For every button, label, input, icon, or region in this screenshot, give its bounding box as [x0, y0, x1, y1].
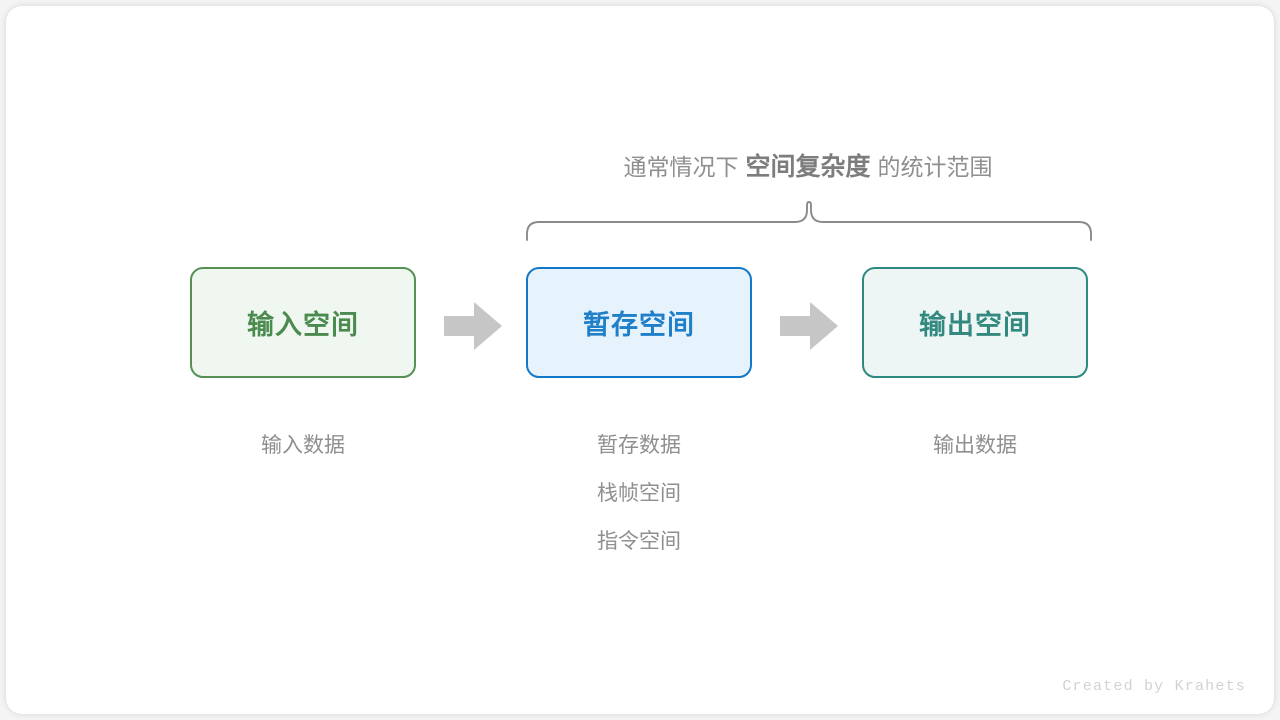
box-output-space-label: 输出空间	[919, 310, 1031, 340]
box-input-space-label: 输入空间	[247, 310, 359, 340]
box-temp-space[interactable]: 暂存空间	[526, 267, 752, 378]
curly-brace-icon	[526, 201, 1092, 241]
caption-group-output: 输出数据	[845, 422, 1105, 470]
brace-caption-prefix: 通常情况下	[623, 154, 739, 180]
credit-text: Created by Krahets	[1062, 678, 1246, 695]
arrow-right-icon-temp-to-output	[780, 302, 838, 350]
brace-caption-emphasis: 空间复杂度	[745, 153, 871, 181]
box-input-space[interactable]: 输入空间	[190, 267, 416, 378]
brace-caption: 通常情况下空间复杂度的统计范围	[560, 148, 1056, 186]
arrow-right-icon-input-to-temp	[444, 302, 502, 350]
caption-group-input: 输入数据	[173, 422, 433, 470]
caption-temp-line-1: 暂存数据	[597, 434, 681, 457]
caption-group-temp: 暂存数据 栈帧空间 指令空间	[509, 422, 769, 566]
box-temp-space-label: 暂存空间	[583, 310, 695, 340]
caption-input-line-1: 输入数据	[261, 434, 345, 457]
caption-output-line-1: 输出数据	[933, 434, 1017, 457]
caption-temp-line-2: 栈帧空间	[597, 482, 681, 505]
brace-caption-suffix: 的统计范围	[877, 154, 993, 180]
caption-temp-line-3: 指令空间	[597, 530, 681, 553]
box-output-space[interactable]: 输出空间	[862, 267, 1088, 378]
